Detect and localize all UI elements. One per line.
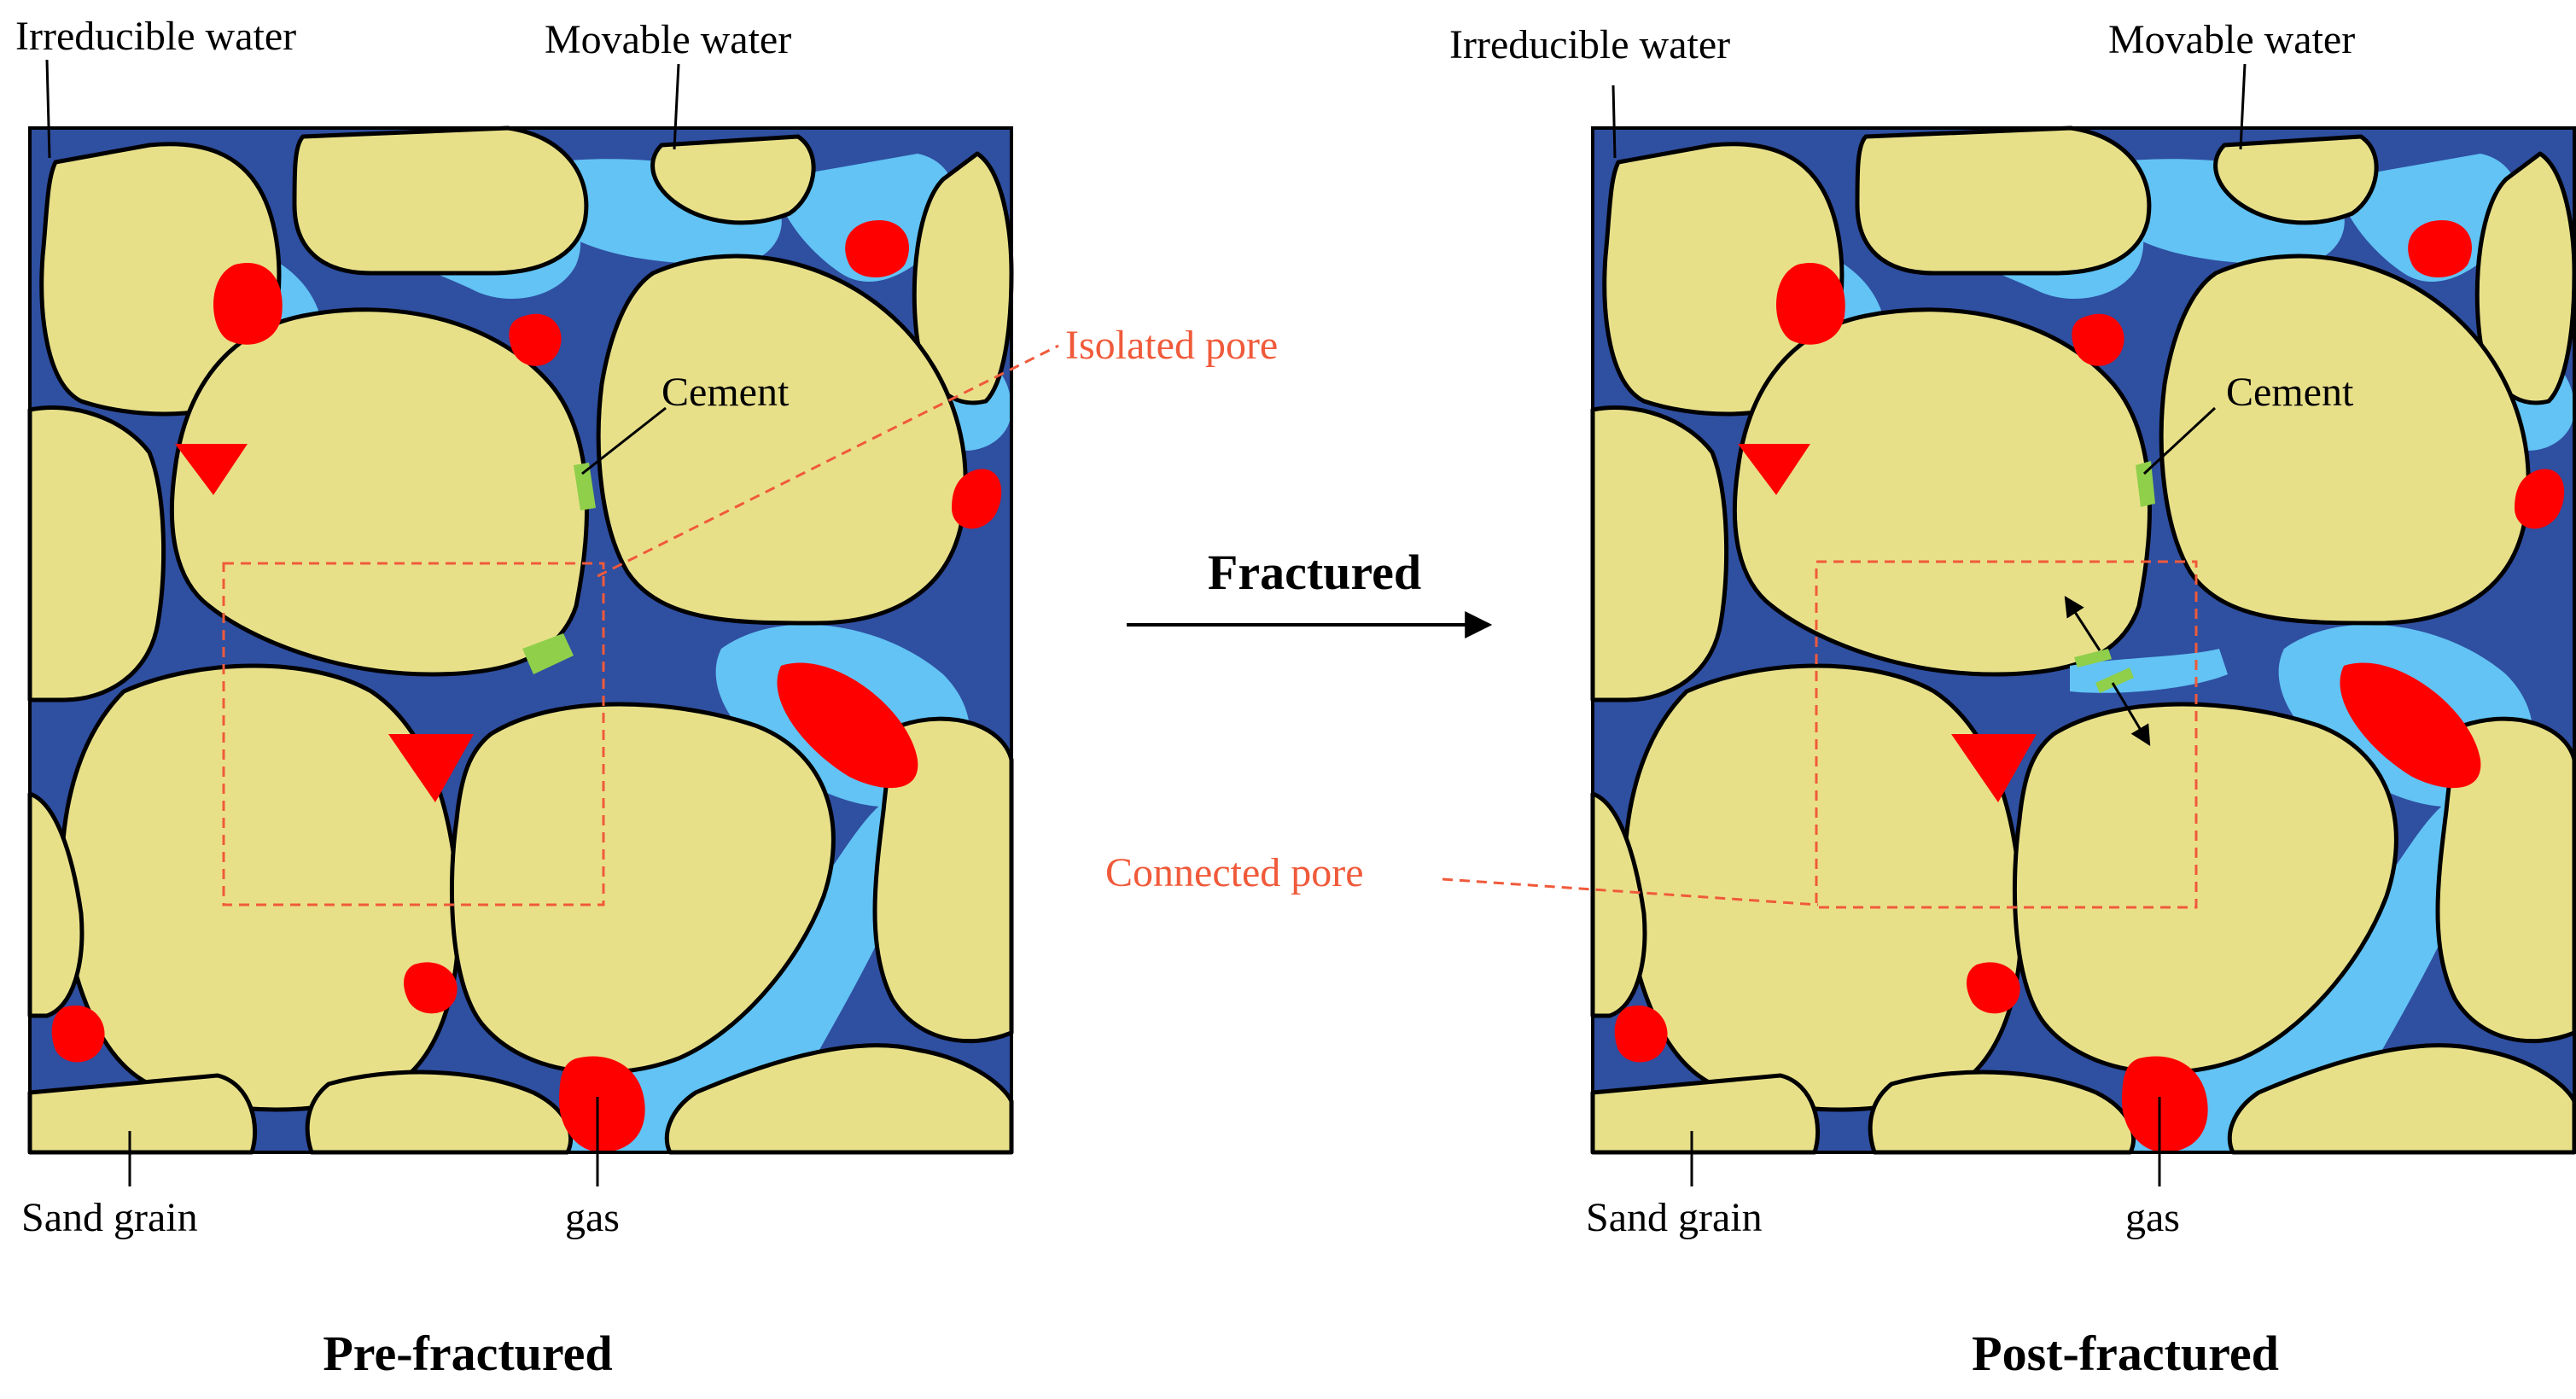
movable-water-label-right: Movable water <box>2108 17 2355 62</box>
sand-grain-label-right: Sand grain <box>1586 1195 1763 1240</box>
fractured-transition: Fractured <box>1127 545 1493 638</box>
displacement-arrow-down <box>2111 682 2151 747</box>
movable-water-label-left: Movable water <box>545 17 791 62</box>
connected-pore-box <box>1815 560 2198 909</box>
connected-pore-label: Connected pore <box>1105 850 1364 895</box>
cement-fragment-right-1 <box>2136 461 2155 507</box>
movable-water-leader-left <box>673 63 680 150</box>
gas-label-right: gas <box>2125 1195 2180 1240</box>
pre-fractured-panel: Irreducible water Movable water Cement I… <box>15 14 1278 1381</box>
cement-fragment-right-2 <box>2074 649 2112 667</box>
cement-leader-left <box>581 406 667 475</box>
sand-grain-label-left: Sand grain <box>21 1195 198 1240</box>
fractured-label: Fractured <box>1208 545 1421 600</box>
movable-water-leader-right <box>2239 63 2247 150</box>
cement-leader-right <box>2142 406 2217 475</box>
isolated-pore-box <box>222 562 605 906</box>
irreducible-water-label-left: Irreducible water <box>15 14 296 59</box>
pre-fractured-title: Pre-fractured <box>323 1326 612 1381</box>
cement-fragment-right-3 <box>2095 667 2134 693</box>
displacement-arrow-up <box>2064 595 2101 651</box>
isolated-pore-leader <box>597 344 1059 578</box>
gas-label-left: gas <box>565 1195 620 1240</box>
cement-label-right: Cement <box>2226 370 2354 415</box>
irreducible-water-label-right: Irreducible water <box>1449 22 1730 67</box>
irreducible-water-leader-right <box>1611 85 1617 159</box>
connected-pore-leader <box>1442 877 1819 906</box>
isolated-pore-label: Isolated pore <box>1065 323 1278 368</box>
cement-patch-left-2 <box>522 633 574 674</box>
post-fractured-panel: Irreducible water Movable water Cement C… <box>1105 17 2574 1381</box>
cement-label-left: Cement <box>661 370 790 415</box>
irreducible-water-leader-left <box>45 59 51 159</box>
post-fractured-title: Post-fractured <box>1972 1326 2279 1381</box>
cement-patch-left-1 <box>574 463 596 510</box>
